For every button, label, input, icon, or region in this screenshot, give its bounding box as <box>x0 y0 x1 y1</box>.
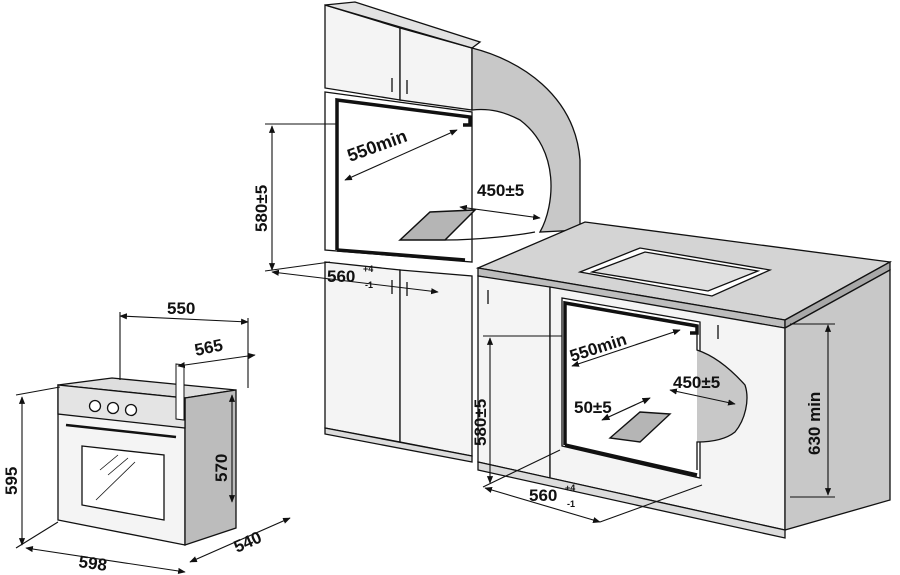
lower-height-label: 580±5 <box>471 399 490 446</box>
tall-lower-right-door <box>399 269 473 457</box>
oven-width-label: 598 <box>77 552 108 575</box>
lower-base-sup: +4 <box>565 483 575 493</box>
upper-base-sup: +4 <box>363 264 373 274</box>
lower-depth-label: 450±5 <box>673 373 720 392</box>
counter-height-label: 630 min <box>805 392 824 455</box>
oven-control-panel <box>57 384 186 429</box>
oven-top-width-label: 550 <box>167 299 195 318</box>
knob-3-icon <box>124 403 138 417</box>
upper-height-label: 580±5 <box>252 185 271 232</box>
knob-1-icon <box>88 399 102 413</box>
wall-cabinet-top <box>324 1 482 49</box>
dimension-labels: 550min 450±5 580±5 560 +4 -1 550min 50±5… <box>2 126 824 575</box>
lower-base-label: 560 <box>529 486 557 505</box>
lower-base-sub: -1 <box>567 499 575 509</box>
upper-depth-label: 450±5 <box>477 181 524 200</box>
base-side-panel <box>784 268 891 531</box>
upper-base-sub: -1 <box>365 280 373 290</box>
lower-vent-label: 50±5 <box>574 398 612 417</box>
oven-depth-label: 540 <box>231 528 265 557</box>
upper-base-label: 560 <box>327 267 355 286</box>
base-left-door <box>477 275 551 479</box>
oven-unit <box>57 363 237 546</box>
knob-2-icon <box>106 401 120 415</box>
tall-lower-left-door <box>324 261 401 443</box>
oven-body-height-label: 570 <box>212 454 231 482</box>
oven-window <box>81 445 165 521</box>
tall-cabinet-side-panel <box>471 47 581 233</box>
upper-niche-frame <box>324 91 473 263</box>
oven-handle <box>65 423 177 439</box>
oven-top-depth-label: 565 <box>193 335 225 359</box>
oven-height-label: 595 <box>2 467 21 495</box>
upper-oven-opening <box>335 98 536 262</box>
dimension-lines <box>15 123 835 575</box>
